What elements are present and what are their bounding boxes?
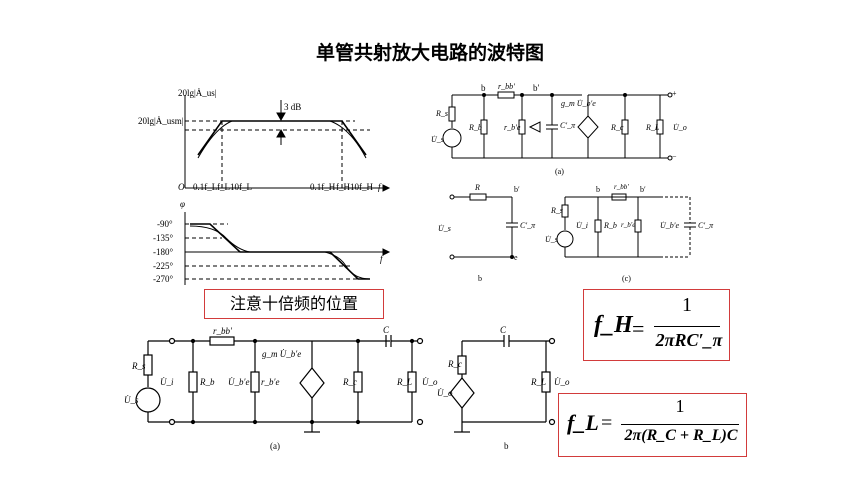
b-node-e: e [514, 253, 518, 262]
x-tick-3: 0.1f_H [310, 182, 336, 192]
formula-fh-eq: = [632, 316, 645, 341]
x-tick-f: f [378, 182, 381, 192]
x-tick-origin: O [178, 182, 185, 192]
x-tick-4: f_H [336, 182, 350, 192]
ba-gm-label: g_m U̇_b′e [262, 349, 302, 359]
r-label: R [475, 183, 480, 192]
ba-uo-label: U̇_o [422, 377, 438, 387]
formula-fh-den: 2πRC′_π [655, 330, 723, 350]
db-label: 3 dB [284, 102, 302, 112]
b-cpi-label: C′_π [520, 221, 536, 230]
ba-rb-label: R_b [200, 377, 215, 387]
ba-rbb-label: r_bb′ [213, 326, 232, 336]
cpi-label: C′_π [560, 121, 576, 130]
node-b: b [481, 83, 486, 93]
gm-label: g_m U̇_b′e [561, 99, 596, 108]
phase-tick-2: -180° [153, 247, 174, 257]
ba-rl-label: R_L [397, 377, 413, 387]
note-box: 注意十倍频的位置 [204, 289, 384, 319]
formula-fh-lhs: f_H [594, 312, 633, 338]
c-rs-label: R_s [551, 206, 563, 215]
plus-label: + [672, 89, 677, 98]
c-cpi-label: C′_π [698, 221, 714, 230]
ba-rbe-label: r_b′e [261, 377, 280, 387]
formula-fl-eq: = [601, 412, 613, 434]
phase-tick-0: -90° [157, 219, 173, 229]
caption-c: (c) [622, 274, 631, 283]
phase-xlabel: f [380, 254, 383, 264]
c-rb-label: R_b [604, 221, 617, 230]
c-ui-label: U̇_i [576, 221, 588, 230]
c-us-label: U̇_s [545, 235, 558, 244]
db-arrowhead-top [276, 112, 286, 122]
bb-uo-prime-label: U̇_o [437, 388, 453, 398]
c-node-b: b [596, 185, 600, 194]
formula-fh-num: 1 [682, 294, 692, 316]
formula-fh-box: f_H = 1 2πRC′_π [583, 289, 730, 361]
node-bp: b′ [533, 83, 540, 93]
x-tick-2: 10f_L [230, 182, 252, 192]
mag-ylabel: 20lg|Ȧ_us| [178, 88, 217, 98]
phase-tick-3: -225° [153, 261, 174, 271]
ba-ui-label: U̇_i [160, 377, 174, 387]
c-ubpe-label: U̇_b′e [660, 221, 680, 230]
formula-fl-num: 1 [675, 396, 685, 416]
phase-curve [189, 225, 371, 280]
bb-uo-label: U̇_o [554, 377, 570, 387]
caption-b-bottom: b [504, 441, 509, 451]
ba-rc-label: R_c [343, 377, 357, 387]
rc-label: R_c [611, 123, 624, 132]
caption-a-bottom: (a) [270, 441, 280, 451]
uo-label: U̇_o [673, 123, 687, 132]
db-arrowhead-bottom [276, 128, 286, 138]
rb-label: R_b [469, 123, 482, 132]
c-rbb-label: r_bb′ [614, 183, 629, 191]
mag-ref-label: 20lg|Ȧ_usm| [138, 116, 184, 126]
c-node-bp: b′ [640, 185, 646, 194]
phase-ylabel: φ [180, 199, 185, 209]
mag-x-arrowhead [382, 184, 391, 192]
x-tick-1: f_L [217, 182, 230, 192]
ba-ubpe-label: U̇_b′e [228, 377, 250, 387]
ba-rs-label: R_s [132, 361, 146, 371]
b-node-bp: b′ [514, 185, 520, 194]
x-tick-0: 0.1f_L [193, 182, 218, 192]
phase-tick-4: -270° [153, 274, 174, 284]
rs-label: R_s [436, 109, 448, 118]
formula-fl-lhs: f_L [567, 410, 599, 435]
bb-c-label: C [500, 325, 507, 335]
bb-rc-label: R_c [448, 359, 462, 369]
page-title: 单管共射放大电路的波特图 [315, 42, 544, 64]
x-tick-5: 10f_H [350, 182, 373, 192]
rbb-label: r_bb′ [498, 82, 515, 91]
bb-rl-label: R_L [531, 377, 547, 387]
phase-tick-1: -135° [153, 233, 174, 243]
ba-c-label: C [383, 325, 390, 335]
formula-fl-den: 2π(R_C + R_L)C [624, 427, 738, 444]
rl-label: R_L [646, 123, 660, 132]
minus-label: − [672, 152, 677, 161]
formula-fl-box: f_L = 1 2π(R_C + R_L)C [558, 393, 747, 457]
phase-x-arrowhead [382, 248, 391, 256]
caption-b-top: b [478, 274, 482, 283]
us-label: U̇_s [431, 135, 444, 144]
caption-a-top: (a) [555, 167, 564, 176]
rbe-label: r_b′e [504, 123, 521, 132]
ba-us-label: U̇_s [124, 395, 139, 405]
b-us-label: U̇_s [438, 224, 451, 233]
c-rbe-label: r_b′e [621, 221, 636, 229]
